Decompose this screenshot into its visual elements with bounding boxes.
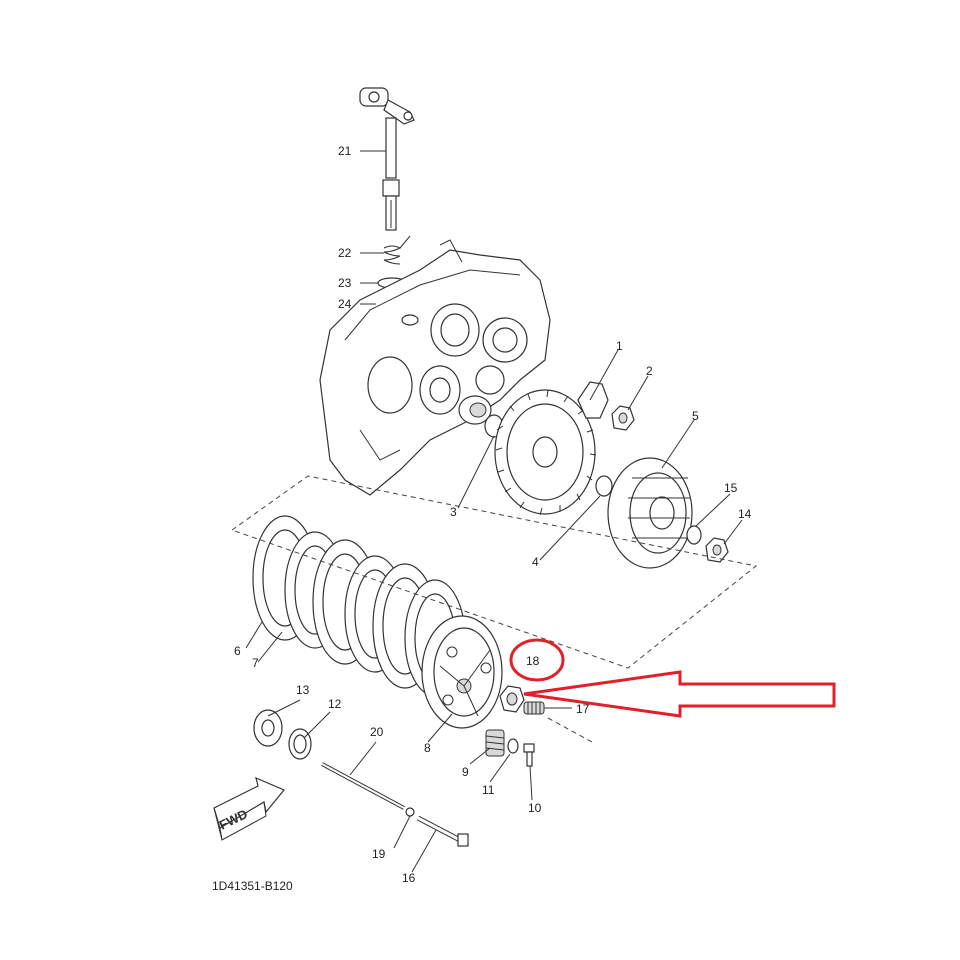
part-8-pressure-plate xyxy=(421,615,503,729)
callout-5: 5 xyxy=(692,409,699,423)
part-21-push-lever xyxy=(359,87,415,231)
assembly-dashed-lines xyxy=(231,475,758,743)
part-15-lock-washer xyxy=(686,525,702,545)
part-17-adjuster-screw xyxy=(523,701,545,715)
callout-2: 2 xyxy=(646,364,653,378)
highlight-annotation xyxy=(509,638,836,718)
part-11-washer xyxy=(507,738,519,754)
callout-21: 21 xyxy=(338,144,352,158)
callout-22: 22 xyxy=(338,246,352,260)
callout-14: 14 xyxy=(738,507,752,521)
callout-8: 8 xyxy=(424,741,431,755)
part-4-washer xyxy=(595,475,613,497)
callout-17: 17 xyxy=(576,702,590,716)
part-22-spring xyxy=(383,235,411,265)
crankcase xyxy=(319,239,551,496)
callout-labels: 21 22 23 24 1 2 3 4 5 15 14 6 7 8 13 12 … xyxy=(234,144,752,885)
part-13-lock-washer xyxy=(253,709,283,747)
part-12-thrust-washer xyxy=(288,728,312,760)
callout-20: 20 xyxy=(370,725,384,739)
highlight-arrow xyxy=(523,670,836,718)
callout-9: 9 xyxy=(462,765,469,779)
leader-lines xyxy=(245,150,743,873)
callout-6: 6 xyxy=(234,644,241,658)
callout-24: 24 xyxy=(338,297,352,311)
callout-7: 7 xyxy=(252,656,259,670)
callout-3: 3 xyxy=(450,505,457,519)
callout-23: 23 xyxy=(338,276,352,290)
part-1-primary-driven-gear xyxy=(494,381,609,516)
part-19-ball xyxy=(405,807,415,817)
callout-18: 18 xyxy=(526,654,540,668)
highlight-circle xyxy=(509,638,565,682)
callout-19: 19 xyxy=(372,847,386,861)
callout-15: 15 xyxy=(724,481,738,495)
callout-13: 13 xyxy=(296,683,310,697)
part-2-nut xyxy=(611,405,635,431)
part-5-clutch-boss xyxy=(607,457,693,569)
callout-16: 16 xyxy=(402,871,416,885)
part-16-push-rod xyxy=(416,815,469,847)
callout-11: 11 xyxy=(482,783,495,797)
callout-12: 12 xyxy=(328,697,342,711)
callout-1: 1 xyxy=(616,339,623,353)
callout-10: 10 xyxy=(528,801,542,815)
forward-direction-arrow: FWD xyxy=(213,776,285,841)
part-9-spring xyxy=(485,729,505,757)
diagram-code: 1D41351-B120 xyxy=(212,879,293,893)
callout-4: 4 xyxy=(532,555,539,569)
part-10-bolt xyxy=(523,743,535,767)
part-14-nut xyxy=(705,537,729,563)
part-18-locknut xyxy=(499,685,525,713)
